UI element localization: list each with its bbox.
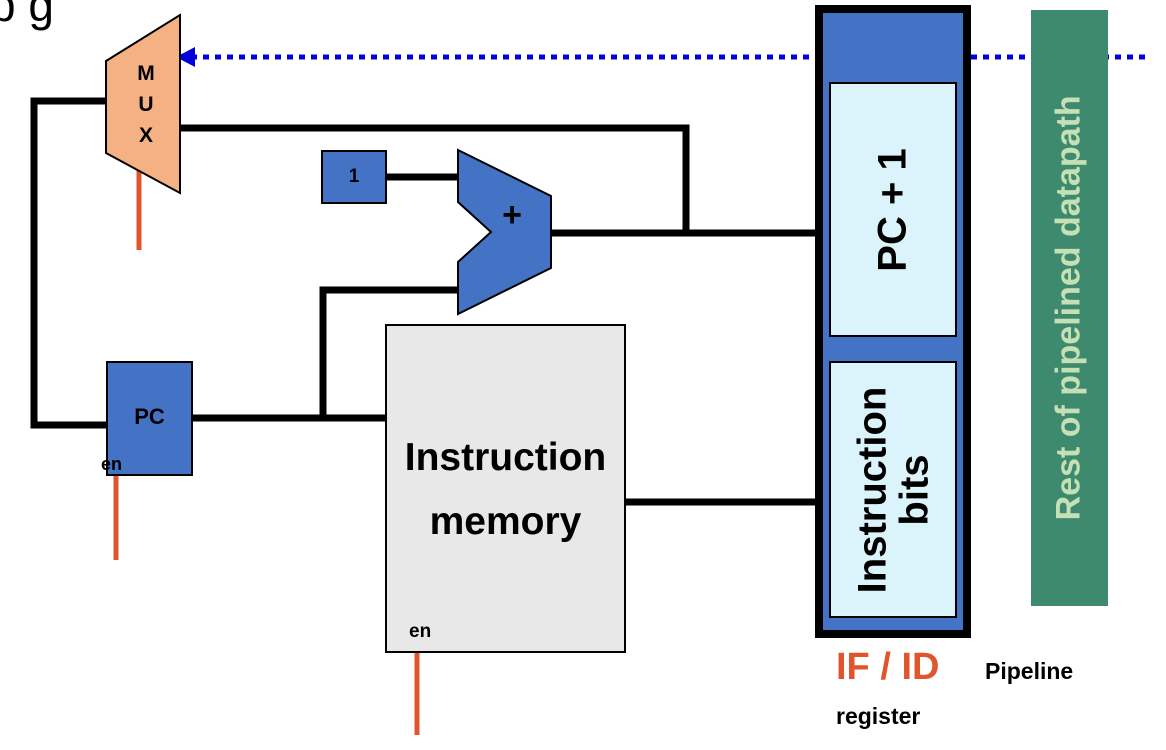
pc-plus-one-label: PC + 1	[871, 147, 915, 272]
pc-label: PC	[134, 404, 165, 429]
wire-pc-to-adder	[319, 286, 464, 422]
wire-mux-out-to-pc	[30, 97, 112, 429]
wire-pc-plus1-to-mux	[174, 124, 690, 237]
constant-one-box	[321, 150, 387, 204]
mux-label-m: M	[137, 62, 155, 85]
mux-label-u: U	[138, 93, 154, 116]
if-stage-label: IF	[836, 646, 870, 688]
imem-label-line1: Instruction	[404, 436, 607, 479]
pc-register	[106, 361, 193, 476]
pc-plus-one-text-wrap: PC + 1	[830, 83, 956, 336]
imem-label-line2: memory	[429, 500, 582, 543]
adder	[457, 148, 552, 316]
rest-of-datapath-bar	[1031, 10, 1108, 606]
stage-slash: /	[880, 646, 891, 688]
adder-plus-label: +	[502, 196, 522, 234]
instruction-memory	[385, 324, 626, 653]
feedback-arrow-head	[176, 47, 195, 67]
pc-plus-one-field	[829, 82, 957, 337]
pipeline-caption-line1: Pipeline	[985, 658, 1074, 684]
pc-enable-label: en	[101, 454, 123, 474]
id-stage-label: ID	[901, 646, 940, 688]
mux	[105, 13, 181, 195]
instruction-bits-field	[829, 361, 957, 618]
instruction-bits-label: Instruction bits	[850, 386, 937, 593]
imem-enable-label: en	[409, 621, 432, 642]
rest-of-datapath-text-wrap: Rest of pipelined datapath	[1031, 10, 1108, 606]
if-id-stage-label: IF / ID	[836, 648, 939, 686]
pipeline-caption-line2: register	[836, 703, 921, 729]
cropped-heading-text: p g	[0, 0, 54, 31]
instruction-bits-line1: Instruction	[850, 386, 895, 593]
constant-one-label: 1	[348, 166, 360, 187]
instruction-bits-line2: bits	[892, 453, 937, 526]
instruction-bits-text-wrap: Instruction bits	[830, 362, 956, 617]
mux-label-x: X	[138, 124, 153, 147]
rest-of-datapath-label: Rest of pipelined datapath	[1049, 95, 1088, 521]
